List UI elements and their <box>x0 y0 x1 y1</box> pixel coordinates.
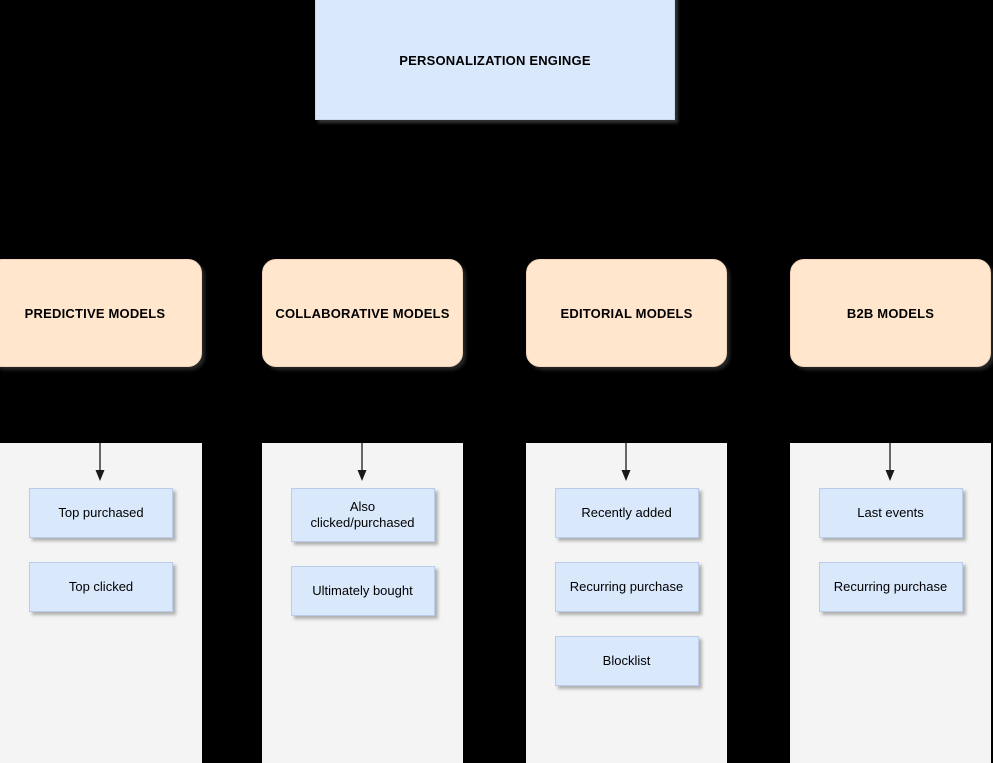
item-label: Last events <box>857 505 924 520</box>
model-box-b2b[interactable]: B2B MODELS <box>790 259 991 367</box>
item-label: Recurring purchase <box>569 579 684 594</box>
model-card-b2b: Last events Recurring purchase <box>790 443 991 763</box>
item-box[interactable]: Last events <box>818 488 963 538</box>
model-label-editorial: EDITORIAL MODELS <box>560 305 693 321</box>
model-box-collaborative[interactable]: COLLABORATIVE MODELS <box>262 259 463 367</box>
item-list-collaborative: Also clicked/purchased Ultimately bought <box>262 488 463 640</box>
model-card-collaborative: Also clicked/purchased Ultimately bought <box>262 443 463 763</box>
personalization-engine-label: PERSONALIZATION ENGINGE <box>399 52 591 68</box>
model-label-collaborative: COLLABORATIVE MODELS <box>275 305 450 321</box>
model-card-predictive: Top purchased Top clicked <box>0 443 202 763</box>
item-label: Top clicked <box>68 579 134 594</box>
item-list-predictive: Top purchased Top clicked <box>0 488 202 636</box>
item-label: Recently added <box>581 505 672 520</box>
model-label-b2b: B2B MODELS <box>846 305 935 321</box>
item-box[interactable]: Blocklist <box>554 636 699 686</box>
item-label: Also clicked/purchased <box>310 499 415 530</box>
model-box-editorial[interactable]: EDITORIAL MODELS <box>526 259 727 367</box>
item-list-b2b: Last events Recurring purchase <box>790 488 991 636</box>
item-box[interactable]: Also clicked/purchased <box>290 488 435 542</box>
item-list-editorial: Recently added Recurring purchase Blockl… <box>526 488 727 710</box>
model-label-predictive: PREDICTIVE MODELS <box>24 305 166 321</box>
item-box[interactable]: Recurring purchase <box>554 562 699 612</box>
item-box[interactable]: Recurring purchase <box>818 562 963 612</box>
item-box[interactable]: Top clicked <box>29 562 173 612</box>
personalization-engine-box[interactable]: PERSONALIZATION ENGINGE <box>315 0 675 120</box>
item-label: Ultimately bought <box>312 583 413 598</box>
item-label: Blocklist <box>602 653 651 668</box>
item-box[interactable]: Ultimately bought <box>290 566 435 616</box>
item-box[interactable]: Top purchased <box>29 488 173 538</box>
item-label: Top purchased <box>58 505 144 520</box>
model-card-editorial: Recently added Recurring purchase Blockl… <box>526 443 727 763</box>
model-box-predictive[interactable]: PREDICTIVE MODELS <box>0 259 202 367</box>
item-box[interactable]: Recently added <box>554 488 699 538</box>
item-label: Recurring purchase <box>833 579 948 594</box>
